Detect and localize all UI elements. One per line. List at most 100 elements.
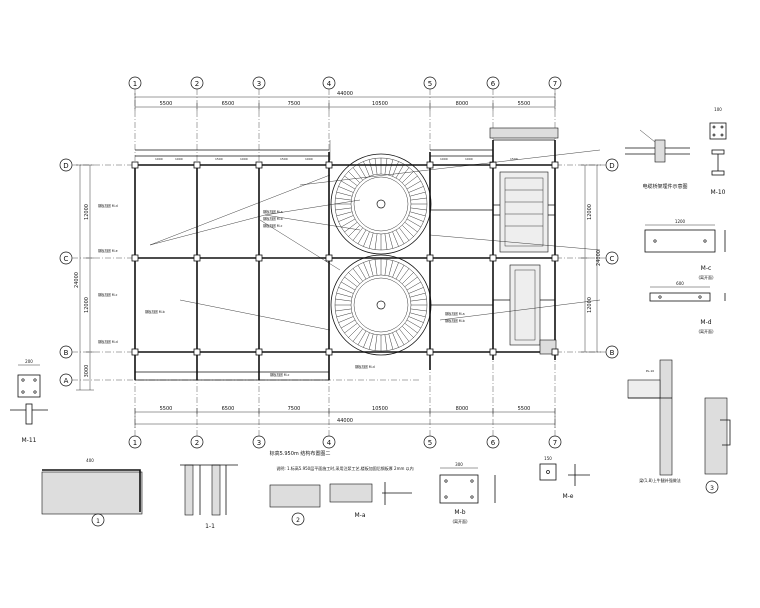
grid-col-2-label-bottom: 2 xyxy=(195,439,199,447)
radial-rib xyxy=(341,319,356,329)
grid-col-4-label-bottom: 4 xyxy=(327,439,332,447)
dimension-left: 12000 12000 3000 24000 xyxy=(74,164,94,391)
radial-rib xyxy=(348,272,360,284)
grid-row-b-label-right: B xyxy=(610,349,615,357)
dim-top-5: 8000 xyxy=(456,101,469,107)
radial-rib xyxy=(357,164,367,179)
radial-rib xyxy=(399,227,410,241)
detail-wall-hole: PL-10 梁(1,8)上牛腿补强做法 3 xyxy=(627,359,731,494)
radial-rib xyxy=(392,262,399,278)
small-dim-6: 1000 xyxy=(305,157,313,161)
detail-me: 150 M-e xyxy=(539,456,590,500)
detail-m11: 200 M-11 xyxy=(10,359,48,444)
radial-rib xyxy=(336,292,353,298)
radial-rib xyxy=(335,298,352,302)
radial-rib xyxy=(388,232,394,249)
beam-detail-title: 梁(1,8)上牛腿补强做法 xyxy=(639,477,680,483)
callout-4: 钢板加固 M-d xyxy=(98,203,118,208)
small-dim-3: 1500 xyxy=(215,157,223,161)
radial-rib xyxy=(399,167,410,181)
radial-rib xyxy=(392,332,399,348)
dim-left-2: 12000 xyxy=(84,297,90,313)
mb-dim: 300 xyxy=(455,462,463,467)
callout-11: 钢板加固 M-c xyxy=(270,372,290,377)
small-dim-8: 1000 xyxy=(465,157,473,161)
radial-rib xyxy=(408,186,424,193)
plan-callouts: 钢板加固 M-a 钢板加固 M-b 钢板加固 M-c 钢板加固 M-d 钢板加固… xyxy=(98,157,518,377)
radial-rib xyxy=(384,259,388,276)
callout-2: 钢板加固 M-b xyxy=(263,216,283,221)
grid-row-c-label-right: C xyxy=(610,255,615,263)
stair-core xyxy=(489,127,559,355)
radial-rib xyxy=(409,211,426,217)
radial-rib xyxy=(399,328,410,342)
radial-rib xyxy=(410,207,427,211)
radial-rib xyxy=(336,312,353,318)
radial-rib xyxy=(338,316,354,323)
radial-rib xyxy=(408,215,424,222)
radial-rib xyxy=(384,158,388,175)
radial-rib xyxy=(406,319,421,329)
dim-bottom-1: 5500 xyxy=(160,406,173,412)
grid-bubbles-rows: D C B A D C B xyxy=(59,158,619,387)
dimension-top: 44000 5500 6500 7500 10500 8000 5500 xyxy=(134,91,556,111)
radial-rib xyxy=(336,211,353,217)
m11-dim: 200 xyxy=(25,359,33,364)
dim-right-1: 12000 xyxy=(587,204,593,220)
det2-label: 2 xyxy=(296,517,300,524)
grid-col-2-label: 2 xyxy=(195,80,199,88)
small-dim-5: 1500 xyxy=(280,157,288,161)
det1-label: 1 xyxy=(96,518,100,525)
detail-ma: M-a xyxy=(329,482,412,519)
sec11-title: 1-1 xyxy=(205,523,215,530)
radial-rib xyxy=(388,333,394,350)
callout-7: 钢板加固 M-d xyxy=(98,339,118,344)
radial-rib xyxy=(341,180,356,190)
radial-rib xyxy=(357,229,367,244)
grid-row-b-label: B xyxy=(64,349,69,357)
radial-rib xyxy=(399,268,410,282)
radial-rib xyxy=(344,222,358,233)
radial-rib xyxy=(374,334,378,351)
radial-rib xyxy=(410,197,427,201)
columns xyxy=(131,161,559,356)
detail-md: 600 M-d (离开面) xyxy=(649,281,726,334)
overall-dim-bottom: 44000 xyxy=(337,418,353,424)
callout-10: 钢板加固 M-b xyxy=(445,318,465,323)
dim-right-overall: 24000 xyxy=(596,250,602,266)
dimension-right: 12000 12000 24000 xyxy=(581,164,602,353)
radial-rib xyxy=(404,323,418,334)
detail-2: 标高5.950m 结构布置图二 说明: 1.标高5.950层平面施工时,采用注浆… xyxy=(270,450,414,526)
dim-right-2: 12000 xyxy=(587,297,593,313)
detail-m10: 100 M-10 xyxy=(709,107,727,196)
grid-col-6-label-bottom: 6 xyxy=(491,439,496,447)
grid-bubbles-top: 1 2 3 4 5 6 7 xyxy=(128,76,562,90)
radial-rib xyxy=(402,272,414,284)
elec-title: 电缆桥架埋件示意图 xyxy=(642,183,687,190)
section-1-1: 1-1 xyxy=(180,464,238,530)
radial-rib xyxy=(348,225,360,237)
mc-title: M-c xyxy=(701,265,712,272)
grid-col-3-label-bottom: 3 xyxy=(257,439,261,447)
radial-rib xyxy=(336,191,353,197)
mb-sub: (离开面) xyxy=(452,518,468,524)
radial-rib xyxy=(402,225,414,237)
radial-rib xyxy=(352,328,363,342)
radial-rib xyxy=(344,276,358,287)
radial-rib xyxy=(368,159,374,176)
radial-rib xyxy=(368,260,374,277)
me-title: M-e xyxy=(562,493,573,500)
dimension-bottom: 5500 6500 7500 10500 8000 5500 44000 xyxy=(134,406,556,428)
radial-rib xyxy=(352,227,363,241)
dim-bottom-3: 7500 xyxy=(288,406,301,412)
radial-rib xyxy=(352,268,363,282)
radial-rib xyxy=(335,197,352,201)
radial-rib xyxy=(388,260,394,277)
grid-col-5-label-bottom: 5 xyxy=(428,439,432,447)
radial-rib xyxy=(395,164,405,179)
radial-rib xyxy=(402,326,414,338)
callout-8: 钢板加固 M-b xyxy=(145,309,165,314)
dim-left-3: 3000 xyxy=(84,365,90,378)
dim-top-6: 5500 xyxy=(518,101,531,107)
radial-rib xyxy=(384,334,388,351)
